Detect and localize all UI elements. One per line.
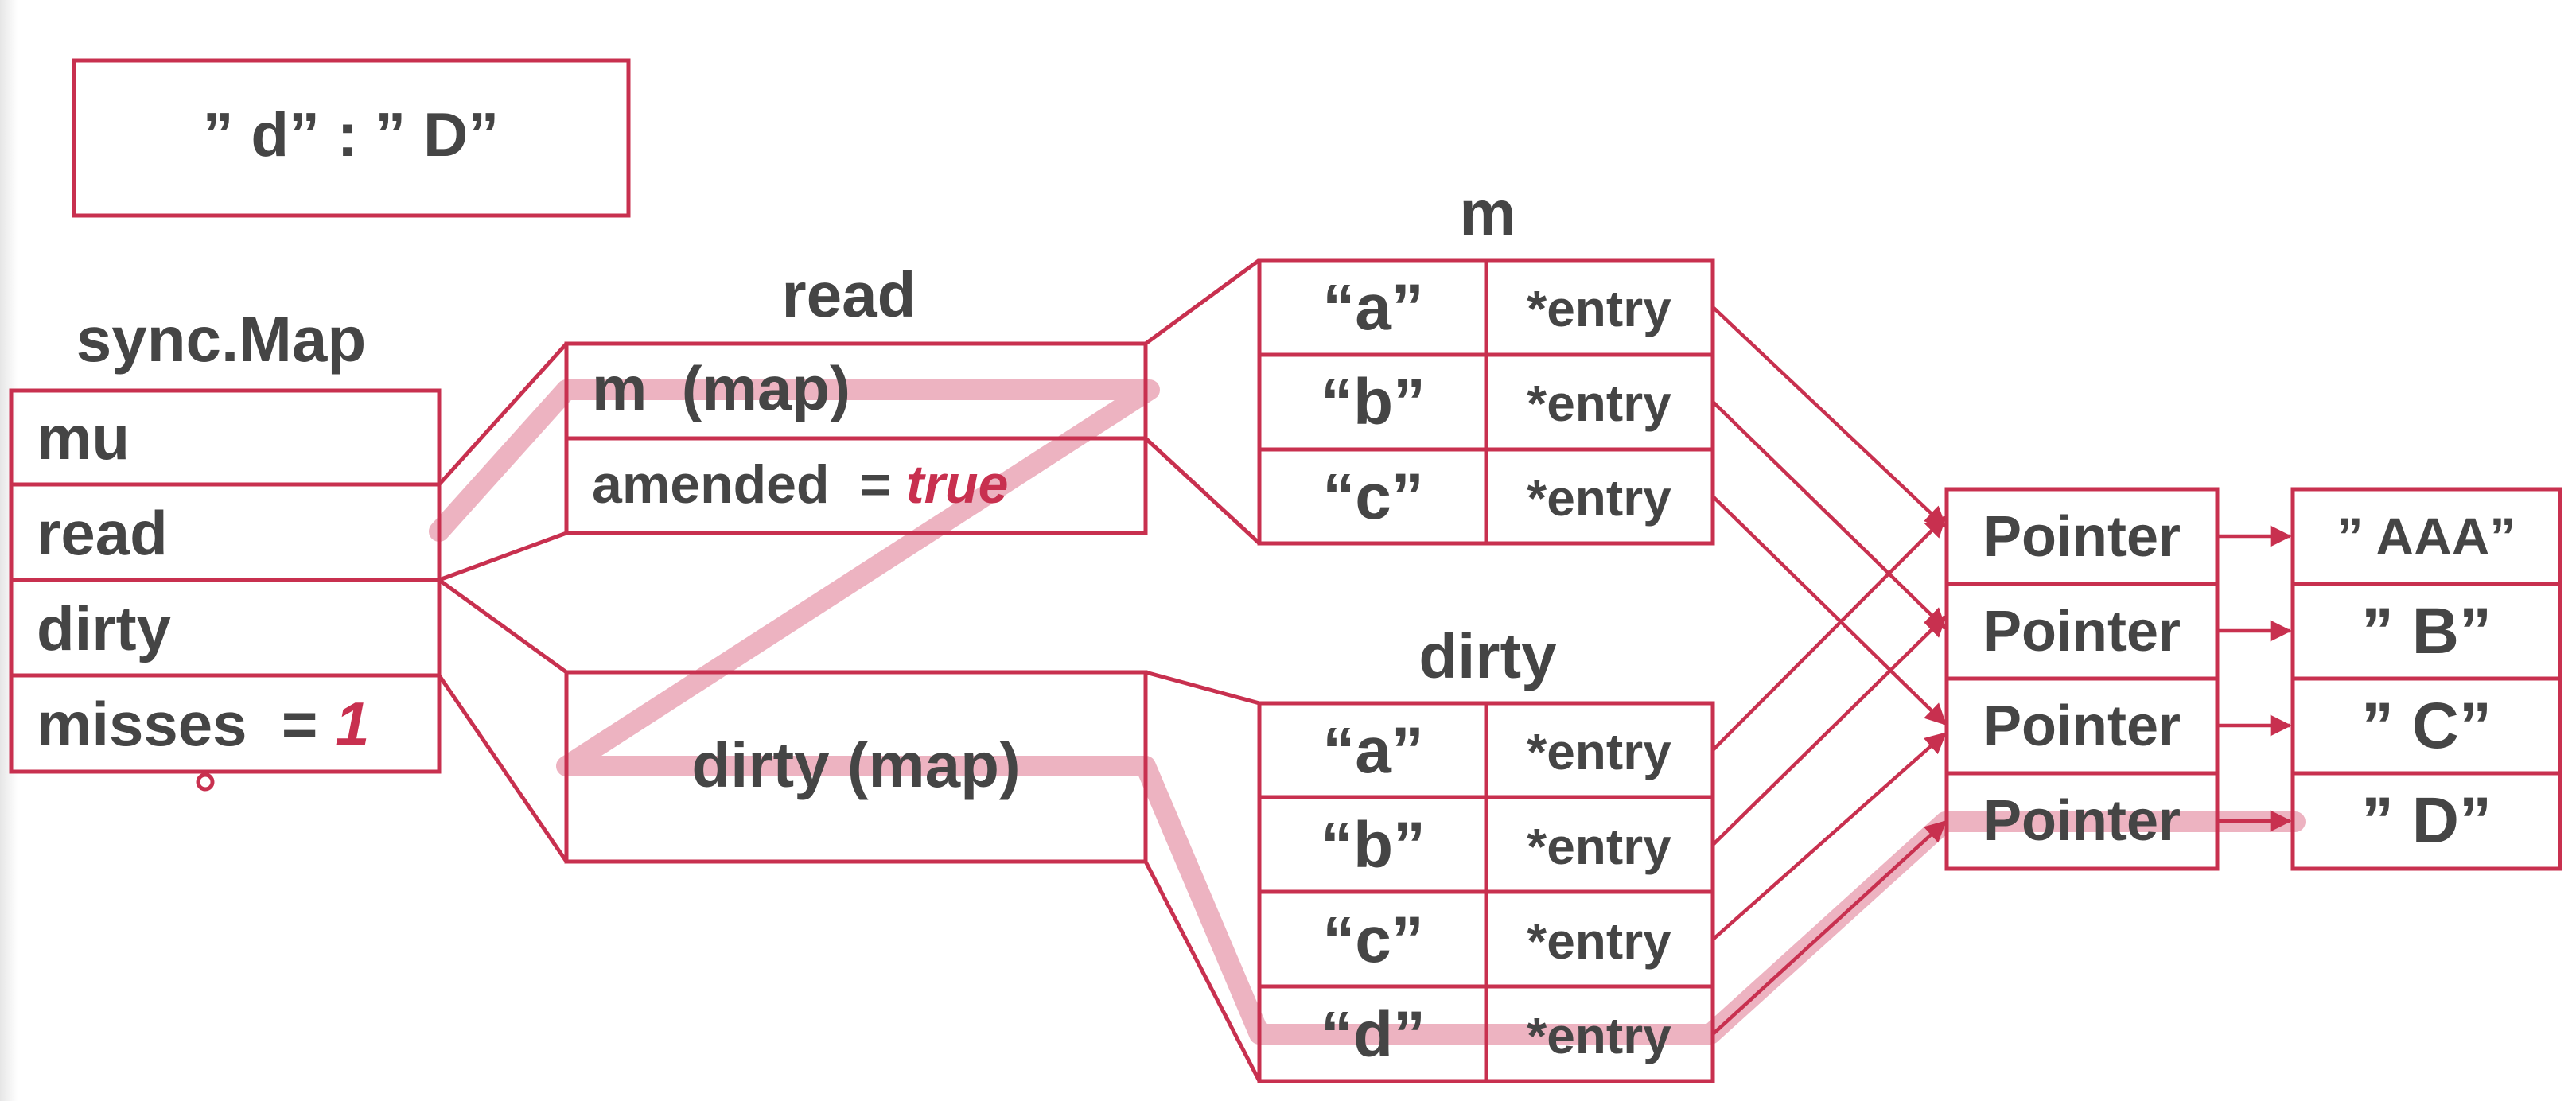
dirty-map-entry: *entry	[1527, 1007, 1671, 1064]
dirty-map-table	[1257, 701, 1715, 1083]
dirty-map-key: “a”	[1322, 714, 1424, 787]
misses-value: 1	[335, 689, 369, 759]
pointer-label: Pointer	[1983, 505, 2181, 569]
dirty-map-entry: *entry	[1527, 723, 1671, 780]
pointer-value-arrows	[2217, 525, 2292, 832]
pointer-label: Pointer	[1983, 789, 2181, 853]
dirty-map-key: “d”	[1321, 998, 1426, 1071]
value-label: ” D”	[2361, 784, 2492, 857]
dirty-map-key: “c”	[1322, 904, 1424, 976]
field-mu: mu	[37, 403, 130, 473]
dirty-map-key: “b”	[1321, 809, 1426, 881]
pointer-column	[1944, 487, 2220, 871]
read-struct-title: read	[782, 259, 916, 330]
misses-label: misses =	[37, 689, 335, 759]
entry-pointer-arrows	[1711, 305, 1948, 1036]
dirty-struct	[564, 670, 1148, 864]
key-value-box	[72, 58, 631, 218]
read-m-field: m (map)	[592, 353, 850, 423]
read-amended-field: amended = true	[592, 454, 1008, 515]
read-map-key: “a”	[1322, 271, 1424, 344]
read-map-entry: *entry	[1527, 280, 1671, 337]
value-label: ” AAA”	[2337, 507, 2516, 566]
read-map-entry: *entry	[1527, 375, 1671, 432]
read-map-key: “c”	[1322, 461, 1424, 533]
key-value-text: ” d” : ” D”	[203, 99, 500, 169]
dirty-map-field: dirty (map)	[691, 729, 1020, 800]
field-read: read	[37, 498, 168, 568]
sync-map-title: sync.Map	[76, 304, 367, 375]
pointer-label: Pointer	[1983, 600, 2181, 663]
left-edge-shadow	[0, 0, 18, 1101]
cursor-marker	[196, 772, 215, 792]
amended-label: amended =	[592, 454, 906, 515]
dirty-map-title: dirty	[1418, 621, 1557, 691]
dirty-map-entry: *entry	[1527, 818, 1671, 875]
read-map-title: m	[1459, 177, 1516, 248]
value-label: ” B”	[2361, 595, 2492, 667]
field-dirty: dirty	[37, 593, 171, 663]
value-column	[2290, 487, 2562, 871]
connector-lines	[437, 258, 1262, 1083]
field-misses: misses = 1	[37, 689, 370, 759]
pointer-label: Pointer	[1983, 694, 2181, 758]
read-map-entry: *entry	[1527, 469, 1671, 527]
amended-value: true	[906, 454, 1008, 515]
value-label: ” C”	[2361, 690, 2492, 762]
dirty-map-entry: *entry	[1527, 912, 1671, 970]
read-map-key: “b”	[1321, 366, 1426, 438]
